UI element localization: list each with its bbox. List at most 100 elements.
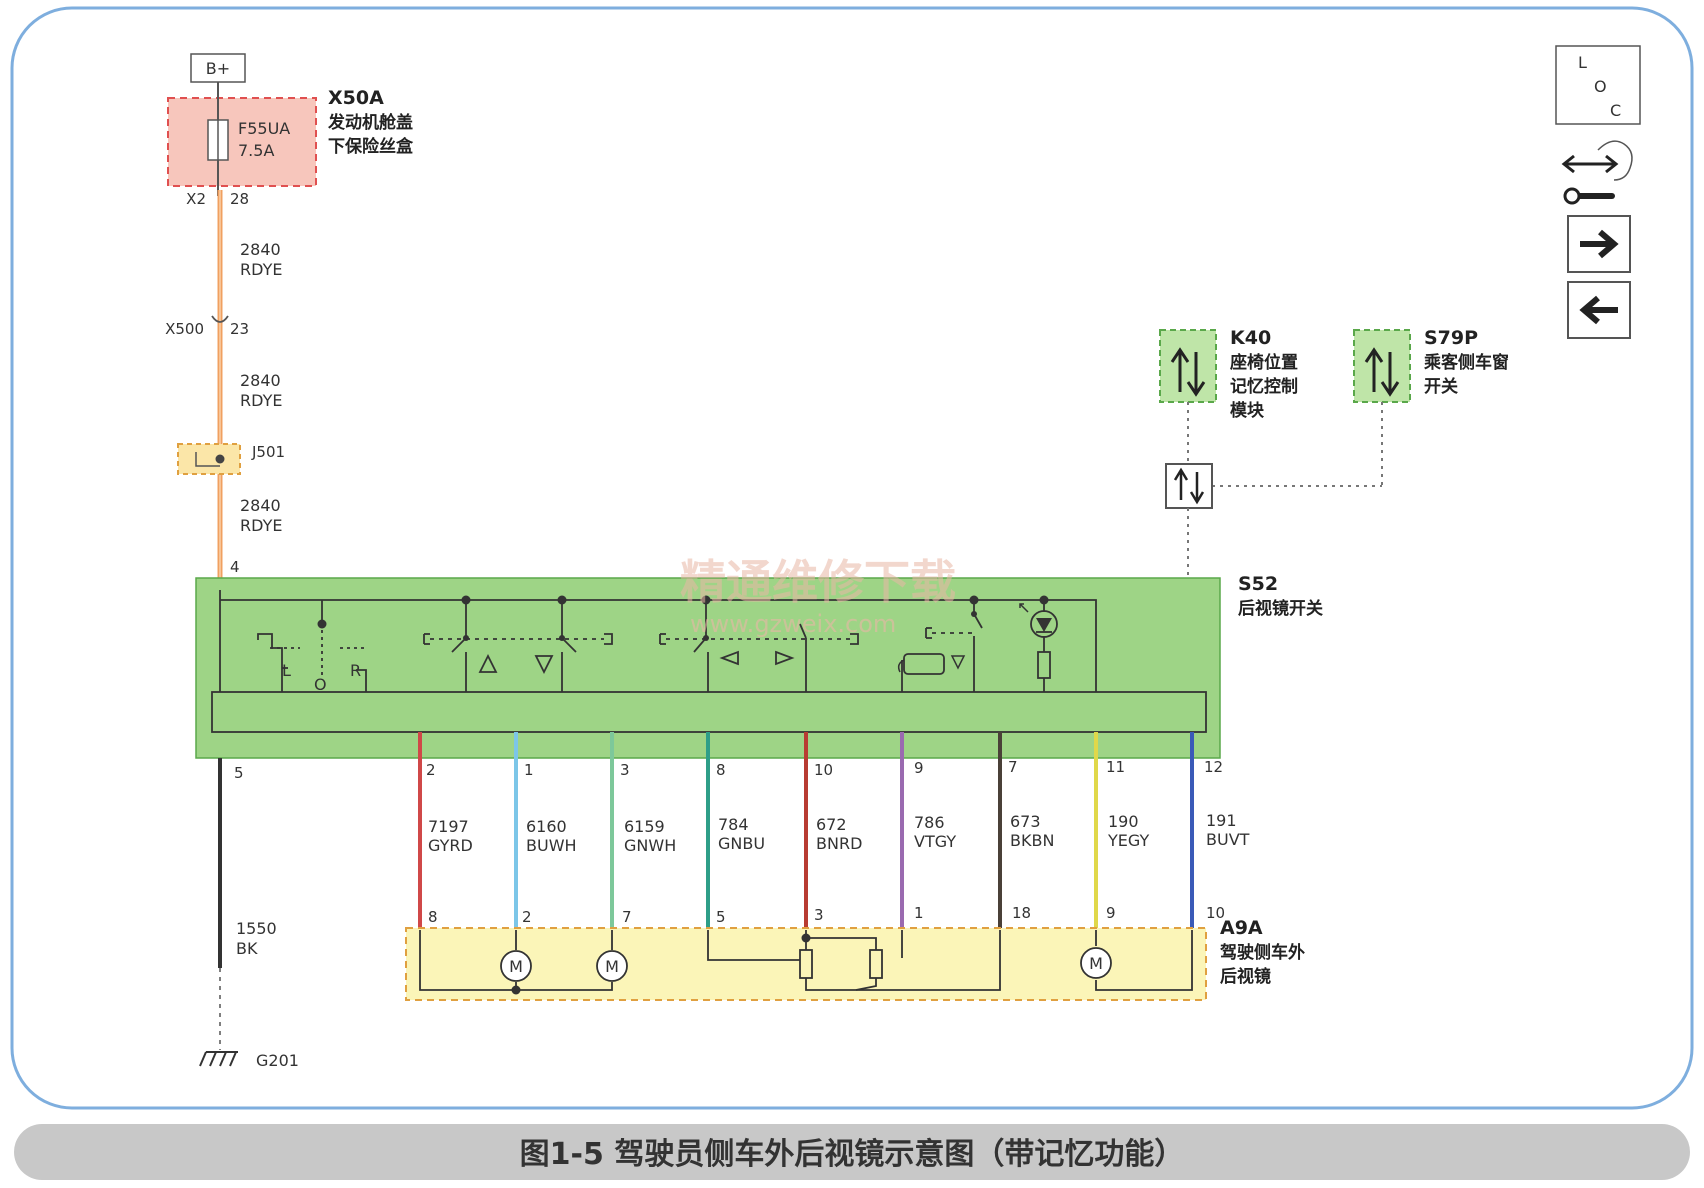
wrench-icon (1563, 187, 1615, 205)
wire-3-no: 6159 (624, 817, 665, 836)
svg-text:M: M (605, 957, 619, 976)
loc-c: C (1610, 101, 1621, 120)
inline-conn: X500 (165, 320, 204, 338)
a9a-name-1: 驾驶侧车外 (1220, 942, 1305, 963)
fold-mirror-icon (897, 653, 966, 675)
caption-bar (14, 1124, 1690, 1180)
up-triangle-icon (478, 653, 498, 673)
selector-l: L (282, 661, 291, 680)
wire-2-pin-bottom: 2 (522, 908, 532, 926)
switch-s79p (1353, 329, 1411, 403)
data-bus-arrows-icon (1173, 467, 1205, 505)
wire-4-color: GNBU (718, 834, 765, 853)
ground-label: G201 (256, 1051, 299, 1070)
k40-name-1: 座椅位置 (1230, 352, 1298, 373)
bplus-label: B+ (206, 59, 230, 78)
wire-7-no: 673 (1010, 812, 1041, 831)
indicator-led-icon (1019, 603, 1058, 638)
feed-wire-1-color: RDYE (240, 260, 282, 279)
k40-name-2: 记忆控制 (1230, 376, 1298, 397)
feed-wire-2-color: RDYE (240, 391, 282, 410)
loc-o: O (1594, 77, 1607, 96)
wire-2-pin-top: 1 (524, 761, 534, 779)
wire-6-no: 786 (914, 813, 945, 832)
mirror-junction-dot (511, 985, 521, 995)
fuse-box-x50a (167, 97, 317, 187)
wire-3-color: GNWH (624, 836, 676, 855)
data-bus-box (1165, 463, 1213, 509)
feed-wire-2-no: 2840 (240, 371, 281, 390)
svg-text:M: M (509, 957, 523, 976)
right-triangle-icon (775, 650, 795, 666)
mirror-motor-1-icon: M (500, 950, 532, 982)
wire-1-pin-bottom: 8 (428, 908, 438, 926)
wire-3-pin-top: 3 (620, 761, 630, 779)
wire-6-pin-bottom: 1 (914, 904, 924, 922)
s79p-name-2: 开关 (1424, 376, 1458, 397)
fuse-rating: 7.5A (238, 141, 274, 160)
s52-internal-circuit (219, 590, 1097, 692)
splice-j501-box (177, 443, 241, 475)
wire-1-pin-top: 2 (426, 761, 436, 779)
ground-wire-color: BK (236, 939, 258, 958)
wire-7-pin-top: 7 (1008, 758, 1018, 776)
fuse-box-name-1: 发动机舱盖 (327, 112, 413, 133)
bplus-box (190, 53, 246, 83)
s52-id: S52 (1238, 573, 1278, 595)
s52-name: 后视镜开关 (1238, 598, 1323, 619)
selector-o: O (314, 675, 327, 694)
left-triangle-icon (719, 650, 739, 666)
feed-wire-1-no: 2840 (240, 240, 281, 259)
k40-id: K40 (1230, 327, 1271, 349)
wire-6-color: VTGY (914, 832, 956, 851)
wire-9-no: 191 (1206, 811, 1237, 830)
arrow-right-icon (1580, 229, 1619, 259)
wire-6-pin-top: 9 (914, 759, 924, 777)
down-triangle-icon (534, 655, 554, 675)
fuse-box-id: X50A (328, 87, 384, 109)
splice-label: J501 (251, 443, 285, 461)
k40-arrows-icon (1170, 347, 1206, 397)
wire-8-pin-bottom: 9 (1106, 904, 1116, 922)
wire-5-pin-top: 10 (814, 761, 833, 779)
fuse-pin: 28 (230, 190, 249, 208)
k40-name-3: 模块 (1230, 400, 1265, 421)
ground-symbol-icon (199, 1051, 238, 1067)
wire-2-no: 6160 (526, 817, 567, 836)
s52-connector-bar (211, 691, 1207, 733)
a9a-name-2: 后视镜 (1220, 966, 1271, 987)
s79p-arrows-icon (1364, 347, 1400, 397)
wire-8-color: YEGY (1107, 831, 1149, 850)
wire-9-pin-top: 12 (1204, 758, 1223, 776)
splice-dot (215, 454, 225, 464)
fuse-name: F55UA (238, 119, 290, 138)
wire-8-no: 190 (1108, 812, 1139, 831)
a9a-id: A9A (1220, 917, 1263, 939)
svg-text:M: M (1089, 954, 1103, 973)
wire-4-no: 784 (718, 815, 749, 834)
wire-5-color: BNRD (816, 834, 862, 853)
wire-5-pin-bottom: 3 (814, 906, 824, 924)
diagram-frame (10, 6, 1694, 1110)
wire-4-pin-bottom: 5 (716, 908, 726, 926)
wire-1-color: GYRD (428, 836, 473, 855)
module-k40 (1159, 329, 1217, 403)
harness-wires (418, 732, 1194, 930)
inline-connector-symbol (211, 315, 229, 323)
inline-pin: 23 (230, 320, 249, 338)
arrow-left-icon (1579, 295, 1618, 325)
wire-9-pin-bottom: 10 (1206, 904, 1225, 922)
switch-in-pin: 4 (230, 558, 240, 576)
watermark-url: www.gzweix.com (690, 610, 896, 638)
mirror-motor-2-icon: M (596, 950, 628, 982)
s79p-id: S79P (1424, 327, 1478, 349)
driver-position-icon (1561, 140, 1633, 181)
wire-5-no: 672 (816, 815, 847, 834)
feed-wire-3-color: RDYE (240, 516, 282, 535)
ground-pin: 5 (234, 764, 244, 782)
s79p-name-1: 乘客侧车窗 (1423, 352, 1509, 373)
wire-7-pin-bottom: 18 (1012, 904, 1031, 922)
wire-9-color: BUVT (1206, 830, 1250, 849)
selector-r: R (350, 661, 361, 680)
